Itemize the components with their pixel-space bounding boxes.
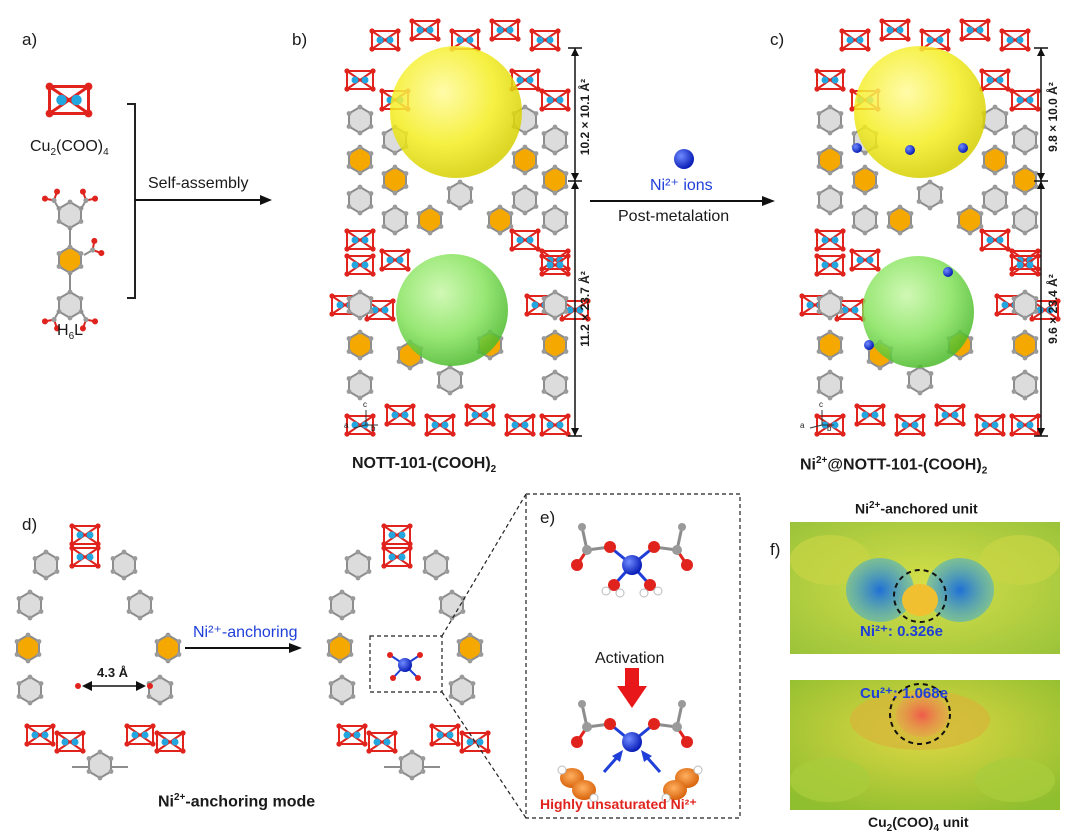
post-metalation-arrow bbox=[590, 149, 775, 206]
unsaturated-ni-label: Highly unsaturated Ni²⁺ bbox=[540, 796, 697, 812]
panel-f-bottom-title: Cu2(COO)4 unit bbox=[868, 814, 969, 834]
activation-arrow bbox=[625, 668, 639, 688]
anchoring-arrow-label: Ni²⁺-anchoring bbox=[193, 624, 298, 641]
panel-label-d: d) bbox=[22, 515, 38, 534]
panel-e-box bbox=[525, 493, 741, 819]
ni-site-icon bbox=[852, 143, 862, 153]
ni-site-icon bbox=[864, 340, 874, 350]
ni-site-icon bbox=[905, 145, 915, 155]
panel-c-title: Ni2+@NOTT-101-(COOH)2 bbox=[800, 455, 988, 477]
panel-b-framework bbox=[328, 17, 592, 438]
panel-d-cage-right bbox=[325, 522, 492, 782]
green-cage-sphere bbox=[396, 254, 508, 366]
panel-d-cage-left bbox=[13, 522, 187, 782]
axis-triad-b bbox=[353, 410, 378, 429]
axis-b-label-c: b bbox=[827, 424, 832, 433]
ni-site-icon bbox=[958, 143, 968, 153]
panel-c-framework bbox=[798, 17, 1062, 438]
guest-molecule-left bbox=[557, 765, 599, 803]
ni-anchor-site bbox=[387, 652, 423, 681]
anchoring-arrow bbox=[185, 643, 302, 653]
cu-charge-label: Cu²⁺: 1.068e bbox=[860, 685, 948, 702]
panel-label-c: c) bbox=[770, 30, 785, 49]
panel-label-a: a) bbox=[22, 30, 38, 49]
ligand-icon bbox=[39, 186, 107, 334]
cu-unit-label: Cu2(COO)4 bbox=[30, 138, 109, 159]
axis-triad-c bbox=[809, 410, 834, 429]
panel-f-top-title: Ni2+-anchored unit bbox=[855, 500, 978, 517]
dim-bottom-c: 9.6 × 23.4 Å² bbox=[1046, 274, 1060, 344]
panel-a-graphics bbox=[39, 81, 272, 334]
activation-label: Activation bbox=[595, 650, 665, 667]
panel-b-title: NOTT-101-(COOH)2 bbox=[352, 455, 497, 476]
axis-a-label-c: a bbox=[800, 421, 805, 430]
ni-charge-label: Ni²⁺: 0.326e bbox=[860, 623, 943, 640]
ni-site-icon bbox=[943, 267, 953, 277]
cu-paddlewheel-icon bbox=[44, 81, 94, 119]
distance-label: 4.3 Å bbox=[97, 665, 129, 680]
ni-ion-icon bbox=[674, 149, 694, 169]
panel-f-esp-top bbox=[790, 522, 1060, 654]
green-cage-sphere bbox=[862, 256, 974, 368]
panel-d-caption: Ni2+-anchoring mode bbox=[158, 792, 316, 811]
yellow-cage-sphere bbox=[390, 46, 522, 178]
post-metalation-label: Post-metalation bbox=[618, 208, 730, 225]
dim-top-c: 9.8 × 10.0 Å² bbox=[1046, 82, 1060, 152]
self-assembly-label: Self-assembly bbox=[148, 175, 249, 192]
ni-ions-label: Ni²⁺ ions bbox=[650, 177, 713, 194]
dim-top-b: 10.2 × 10.1 Å² bbox=[578, 78, 592, 156]
axis-a-label-b: a bbox=[344, 421, 349, 430]
guest-molecule-right bbox=[661, 765, 703, 803]
ligand-label: H6L bbox=[57, 322, 84, 343]
yellow-cage-sphere bbox=[854, 46, 986, 178]
panel-f-esp-bottom bbox=[790, 680, 1060, 810]
panel-label-f: f) bbox=[770, 540, 781, 559]
dim-bottom-b: 11.2 × 23.7 Å² bbox=[578, 271, 592, 347]
panel-label-b: b) bbox=[292, 30, 308, 49]
axis-c-label-c: c bbox=[819, 400, 823, 409]
panel-label-e: e) bbox=[540, 508, 556, 527]
axis-b-label-b: b bbox=[371, 424, 376, 433]
axis-c-label-b: c bbox=[363, 400, 367, 409]
